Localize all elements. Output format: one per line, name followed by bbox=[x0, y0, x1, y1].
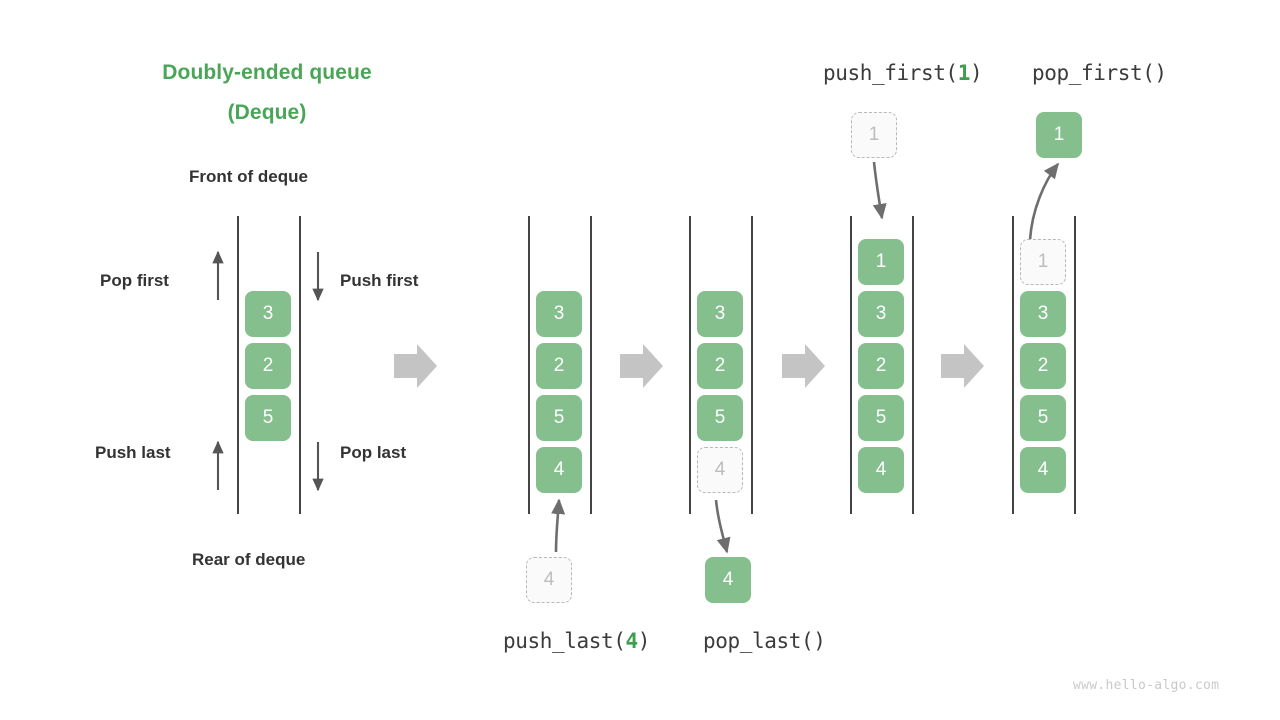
flow-arrow-2 bbox=[620, 344, 663, 388]
node-col-legend-0: 3 bbox=[245, 291, 291, 337]
flow-arrow-4 bbox=[941, 344, 984, 388]
op-label-pop-last: pop_last() bbox=[703, 629, 826, 653]
op-label-pop-first: pop_first() bbox=[1032, 61, 1167, 85]
flow-arrow-3 bbox=[782, 344, 825, 388]
op-push-first-name: push_first( bbox=[823, 61, 958, 85]
page-title-line1: Doubly-ended queue bbox=[162, 61, 372, 84]
floating-node-pop-last-result: 4 bbox=[705, 557, 751, 603]
node-col-legend-1: 2 bbox=[245, 343, 291, 389]
node-col-pop-last-1: 2 bbox=[697, 343, 743, 389]
curve-arrow-push-last bbox=[551, 498, 566, 553]
node-col-pop-first-4: 4 bbox=[1020, 447, 1066, 493]
curve-arrow-pop-last bbox=[714, 499, 731, 554]
curve-arrow-push-first bbox=[872, 161, 887, 220]
watermark: www.hello-algo.com bbox=[1073, 678, 1220, 693]
op-label-push-first: push_first(1) bbox=[823, 61, 983, 85]
label-push-first: Push first bbox=[340, 271, 419, 290]
node-col-pop-last-3: 4 bbox=[697, 447, 743, 493]
op-pop-last-name: pop_last() bbox=[703, 629, 826, 653]
node-col-push-last-2: 5 bbox=[536, 395, 582, 441]
floating-node-push-last-source: 4 bbox=[526, 557, 572, 603]
rail-right-col-pop-first bbox=[1074, 216, 1076, 514]
op-push-last-close: ) bbox=[637, 629, 651, 653]
node-col-pop-first-0: 1 bbox=[1020, 239, 1066, 285]
rail-left-col-push-first bbox=[850, 216, 852, 514]
op-push-last-arg: 4 bbox=[625, 629, 638, 653]
label-front-of-deque: Front of deque bbox=[189, 167, 308, 186]
node-col-push-first-1: 3 bbox=[858, 291, 904, 337]
node-col-push-first-0: 1 bbox=[858, 239, 904, 285]
label-rear-of-deque: Rear of deque bbox=[192, 550, 306, 569]
node-col-pop-first-1: 3 bbox=[1020, 291, 1066, 337]
node-col-legend-2: 5 bbox=[245, 395, 291, 441]
node-col-pop-first-2: 2 bbox=[1020, 343, 1066, 389]
label-pop-last: Pop last bbox=[340, 443, 407, 462]
node-col-push-first-3: 5 bbox=[858, 395, 904, 441]
rail-right-col-pop-last bbox=[751, 216, 753, 514]
rail-right-col-push-last bbox=[590, 216, 592, 514]
node-col-push-last-1: 2 bbox=[536, 343, 582, 389]
rail-left-col-legend bbox=[237, 216, 239, 514]
node-col-pop-last-0: 3 bbox=[697, 291, 743, 337]
rail-left-col-pop-first bbox=[1012, 216, 1014, 514]
rail-left-col-push-last bbox=[528, 216, 530, 514]
rail-left-col-pop-last bbox=[689, 216, 691, 514]
op-push-first-close: ) bbox=[969, 61, 983, 85]
node-col-pop-first-3: 5 bbox=[1020, 395, 1066, 441]
curve-arrow-pop-first bbox=[1028, 162, 1060, 241]
op-pop-first-name: pop_first() bbox=[1032, 61, 1167, 85]
label-pop-first: Pop first bbox=[100, 271, 169, 290]
floating-node-push-first-source: 1 bbox=[851, 112, 897, 158]
label-push-last: Push last bbox=[95, 443, 171, 462]
floating-node-pop-first-result: 1 bbox=[1036, 112, 1082, 158]
flow-arrow-1 bbox=[394, 344, 437, 388]
node-col-pop-last-2: 5 bbox=[697, 395, 743, 441]
rail-right-col-push-first bbox=[912, 216, 914, 514]
op-push-first-arg: 1 bbox=[957, 61, 971, 85]
page-title-line2: (Deque) bbox=[227, 101, 307, 124]
node-col-push-last-0: 3 bbox=[536, 291, 582, 337]
node-col-push-first-4: 4 bbox=[858, 447, 904, 493]
rail-right-col-legend bbox=[299, 216, 301, 514]
op-push-last-name: push_last( bbox=[503, 629, 626, 653]
node-col-push-last-3: 4 bbox=[536, 447, 582, 493]
node-col-push-first-2: 2 bbox=[858, 343, 904, 389]
op-label-push-last: push_last(4) bbox=[503, 629, 650, 653]
